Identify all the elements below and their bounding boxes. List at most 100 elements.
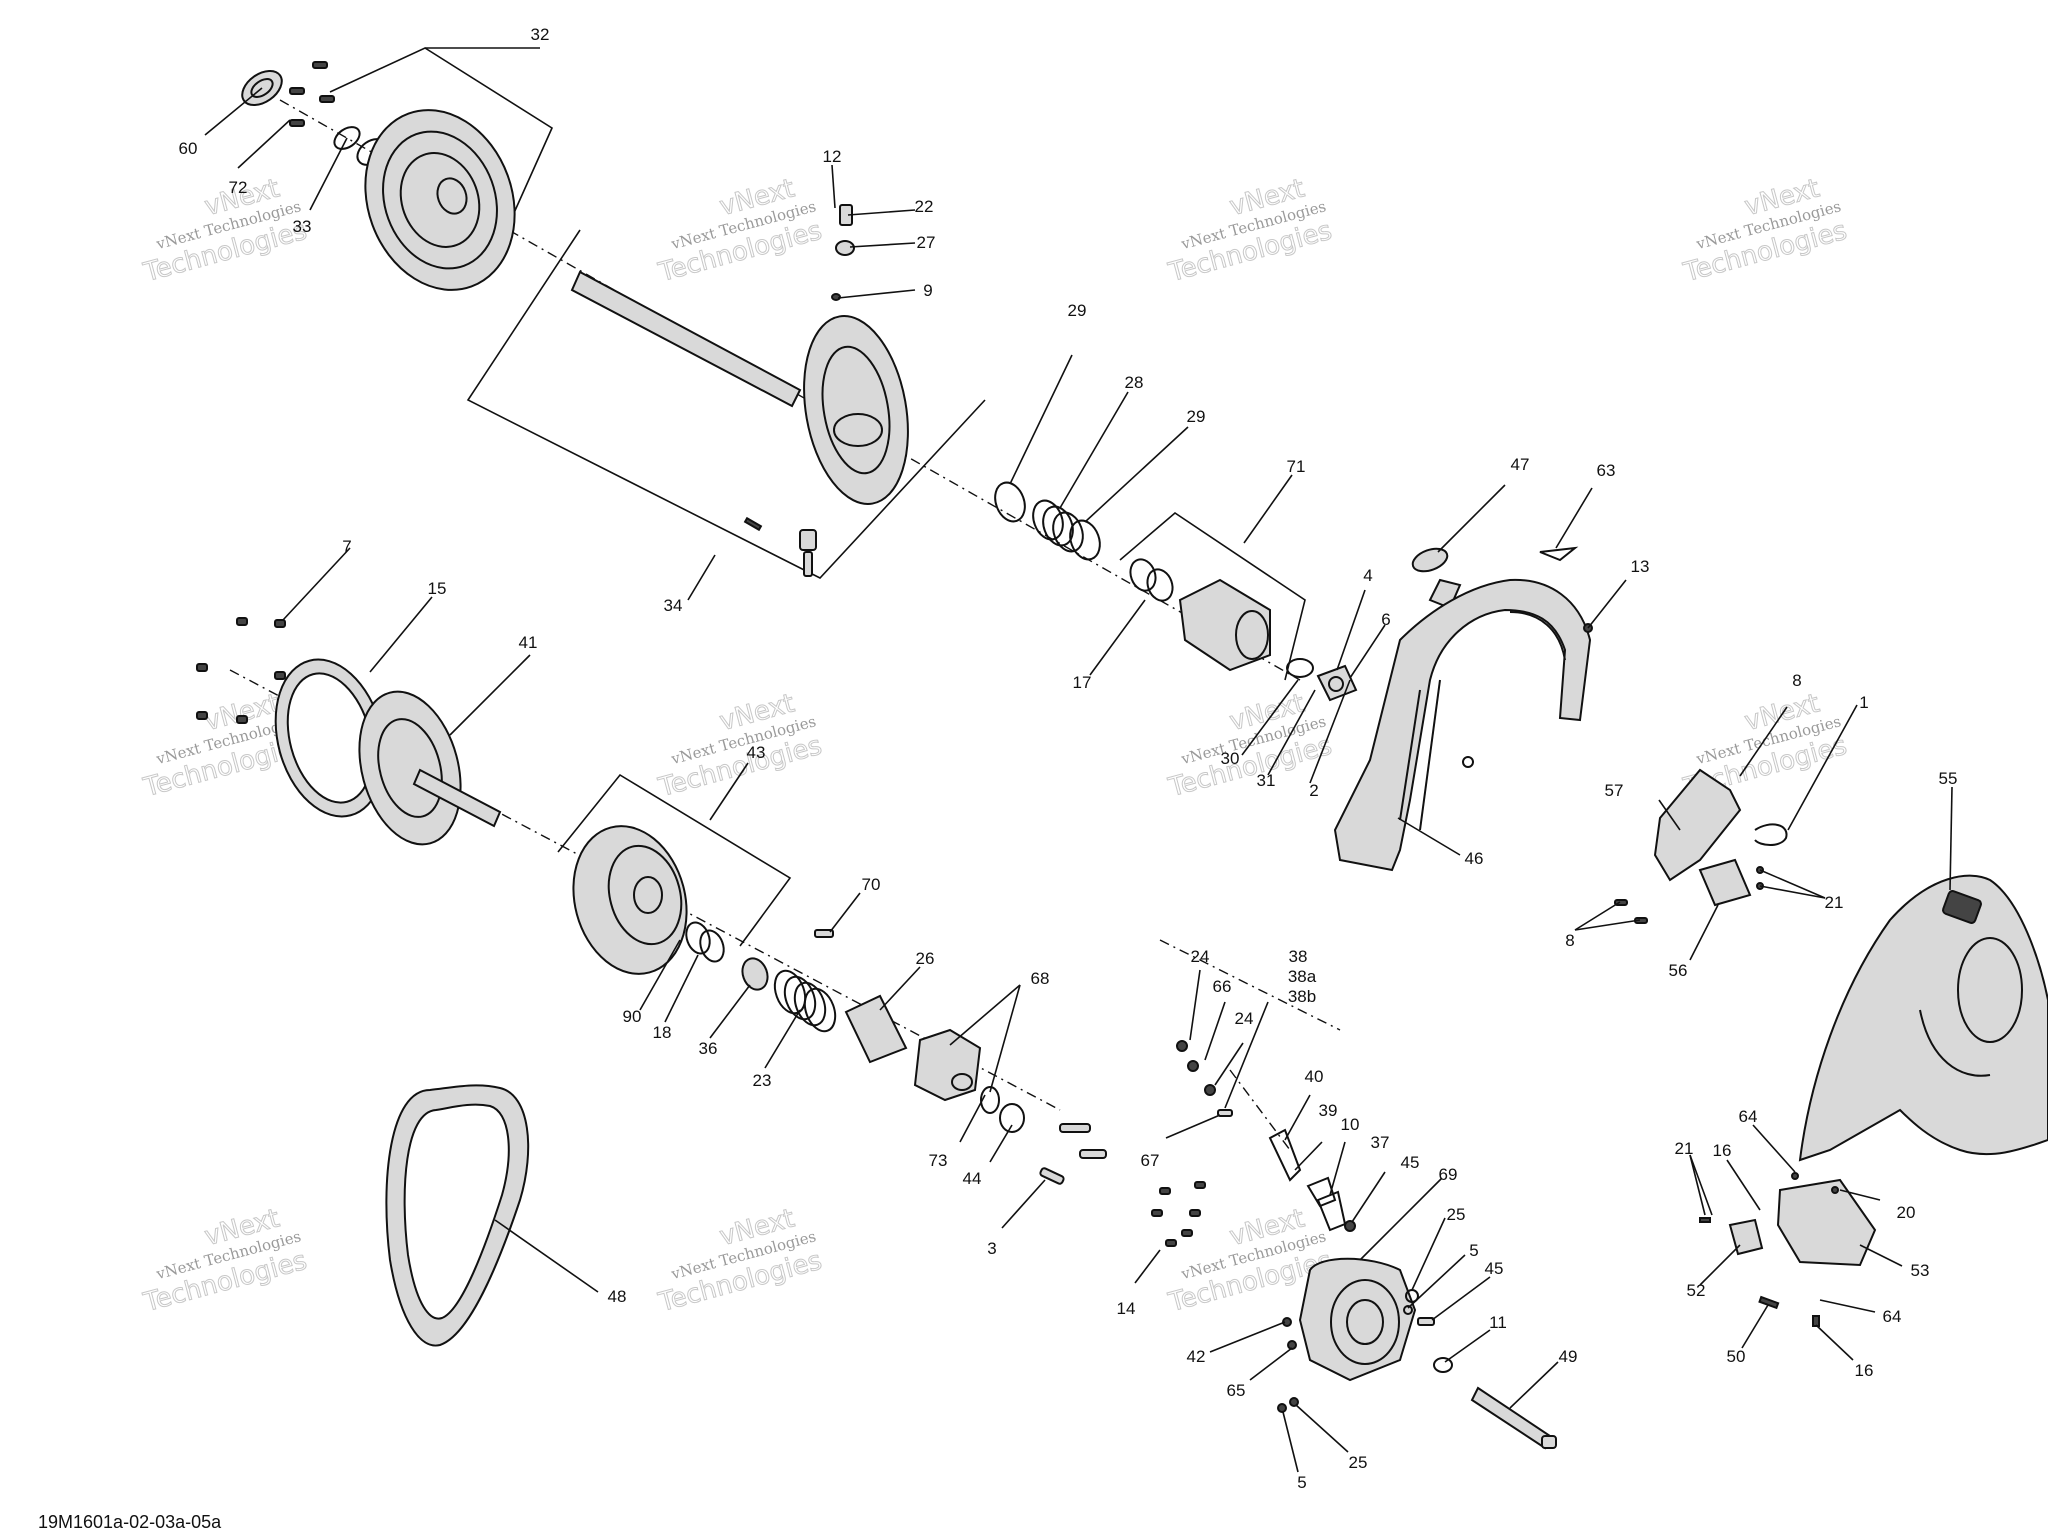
callout-33: 33 [293, 217, 312, 236]
callout-42: 42 [1187, 1347, 1206, 1366]
callout-26: 26 [916, 949, 935, 968]
driven-pulley-assembly [241, 61, 516, 291]
callout-21b: 21 [1675, 1139, 1694, 1158]
assembly-frames [329, 47, 1306, 947]
callout-31: 31 [1257, 771, 1276, 790]
callout-45b: 45 [1485, 1259, 1504, 1278]
callout-44: 44 [963, 1169, 982, 1188]
housing-69-assembly [1151, 1040, 1557, 1450]
callout-72: 72 [229, 178, 248, 197]
callout-64a: 64 [1739, 1107, 1758, 1126]
callout-5a: 5 [1469, 1241, 1478, 1260]
callout-90: 90 [623, 1007, 642, 1026]
callout-24b: 24 [1235, 1009, 1254, 1028]
callout-39: 39 [1319, 1101, 1338, 1120]
callout-10: 10 [1341, 1115, 1360, 1134]
callout-66: 66 [1213, 977, 1232, 996]
callout-60: 60 [179, 139, 198, 158]
callout-67: 67 [1141, 1151, 1160, 1170]
callout-25a: 25 [1447, 1205, 1466, 1224]
bolts-7 [196, 617, 286, 724]
drive-belt-48 [385, 1084, 530, 1347]
callout-21a: 21 [1825, 893, 1844, 912]
callout-29a: 29 [1068, 301, 1087, 320]
callout-36: 36 [699, 1039, 718, 1058]
callout-12: 12 [823, 147, 842, 166]
callout-41: 41 [519, 633, 538, 652]
callout-15: 15 [428, 579, 447, 598]
callout-40: 40 [1305, 1067, 1324, 1086]
callout-1: 1 [1859, 693, 1868, 712]
callout-45a: 45 [1401, 1153, 1420, 1172]
callout-22: 22 [915, 197, 934, 216]
leader-lines [204, 47, 1953, 1473]
callout-55: 55 [1939, 769, 1958, 788]
callout-37: 37 [1371, 1133, 1390, 1152]
callout-24a: 24 [1191, 947, 1210, 966]
callout-16a: 16 [1713, 1141, 1732, 1160]
callout-3: 3 [987, 1239, 996, 1258]
callout-9: 9 [923, 281, 932, 300]
bracket-46-assembly [1316, 546, 1593, 872]
callout-2: 2 [1309, 781, 1318, 800]
circlip-33 [333, 126, 361, 150]
belt-guard-55 [1798, 874, 2048, 1162]
callout-57: 57 [1605, 781, 1624, 800]
callout-38a: 38a [1288, 967, 1317, 986]
callout-70: 70 [862, 875, 881, 894]
callout-64b: 64 [1883, 1307, 1902, 1326]
callout-17: 17 [1073, 673, 1092, 692]
callout-11: 11 [1489, 1313, 1507, 1332]
callout-43: 43 [747, 743, 766, 762]
callout-4: 4 [1363, 566, 1372, 585]
callout-52: 52 [1687, 1281, 1706, 1300]
callout-16b: 16 [1855, 1361, 1874, 1380]
callout-63: 63 [1597, 461, 1616, 480]
bracket-57-assembly [1614, 768, 1788, 924]
callout-56: 56 [1669, 961, 1688, 980]
callout-8a: 8 [1792, 671, 1801, 690]
callout-32: 32 [531, 25, 550, 44]
callout-20: 20 [1897, 1203, 1916, 1222]
callout-29b: 29 [1187, 407, 1206, 426]
callout-8b: 8 [1565, 931, 1574, 950]
callout-5b: 5 [1297, 1473, 1306, 1492]
callout-53: 53 [1911, 1261, 1930, 1280]
callout-65: 65 [1227, 1381, 1246, 1400]
driven-sheave-32 [364, 109, 516, 291]
cam-71-assembly [1129, 558, 1314, 678]
callout-69: 69 [1439, 1165, 1458, 1184]
callout-48: 48 [608, 1287, 627, 1306]
callout-73: 73 [929, 1151, 948, 1170]
callout-46: 46 [1465, 849, 1484, 868]
bracket-53-assembly [1699, 1172, 1877, 1327]
callout-49: 49 [1559, 1347, 1578, 1366]
callout-6: 6 [1381, 610, 1390, 629]
callout-13: 13 [1631, 557, 1650, 576]
diagram-code: 19M1601a-02-03a-05a [38, 1512, 222, 1532]
callout-38b: 38b [1288, 987, 1316, 1006]
callout-34: 34 [664, 596, 683, 615]
fixed-sheave-shaft-34 [570, 204, 909, 577]
callout-14: 14 [1117, 1299, 1136, 1318]
callout-47: 47 [1511, 455, 1530, 474]
callout-27: 27 [917, 233, 936, 252]
callout-25b: 25 [1349, 1453, 1368, 1472]
callout-68: 68 [1031, 969, 1050, 988]
spring-23 [773, 969, 837, 1033]
drive-pulley-assembly [274, 658, 1107, 1185]
callout-50: 50 [1727, 1347, 1746, 1366]
callout-7: 7 [342, 537, 351, 556]
callout-23: 23 [753, 1071, 772, 1090]
callout-18: 18 [653, 1023, 672, 1042]
callout-38: 38 [1289, 947, 1308, 966]
